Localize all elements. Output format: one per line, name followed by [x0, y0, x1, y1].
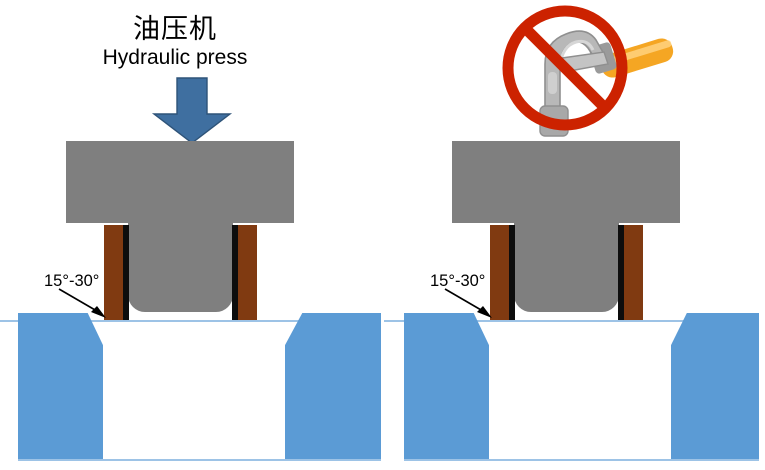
prohibition-slash [502, 5, 628, 131]
bearing-plug [128, 223, 233, 312]
hydraulic-press-label-cn: 油压机 [133, 14, 217, 44]
no-hammer-icon [502, 5, 674, 137]
copper-sleeve-left [104, 225, 123, 321]
black-stripe-left [123, 225, 129, 321]
panel-incorrect-method: 15°-30° [380, 0, 765, 470]
press-plate [452, 141, 680, 223]
chamfer-angle-label: 15°-30° [44, 272, 100, 290]
housing-block-right [671, 313, 759, 459]
housing-bottom-line [18, 459, 381, 461]
panel-correct-method: 油压机 Hydraulic press 15°-30° [0, 14, 381, 461]
housing-block-left [404, 313, 489, 459]
leader-arrow-icon [444, 288, 492, 318]
black-stripe-right [232, 225, 238, 321]
housing-surface-line [384, 320, 712, 322]
chamfer-angle-label: 15°-30° [430, 272, 486, 290]
black-stripe-right [618, 225, 624, 321]
copper-sleeve-right [238, 225, 257, 321]
housing-surface-line [0, 320, 326, 322]
hydraulic-press-label-en: Hydraulic press [102, 45, 248, 69]
bearing-plug [514, 223, 619, 312]
housing-block-right [285, 313, 381, 459]
down-arrow-icon [151, 77, 233, 144]
copper-sleeve-right [624, 225, 643, 321]
copper-sleeve-left [490, 225, 509, 321]
housing-block-left [18, 313, 103, 459]
hydraulic-press-label: 油压机 Hydraulic press [60, 14, 290, 71]
press-plate [66, 141, 294, 223]
leader-arrow-icon [58, 288, 106, 318]
housing-bottom-line [404, 459, 759, 461]
black-stripe-left [509, 225, 515, 321]
